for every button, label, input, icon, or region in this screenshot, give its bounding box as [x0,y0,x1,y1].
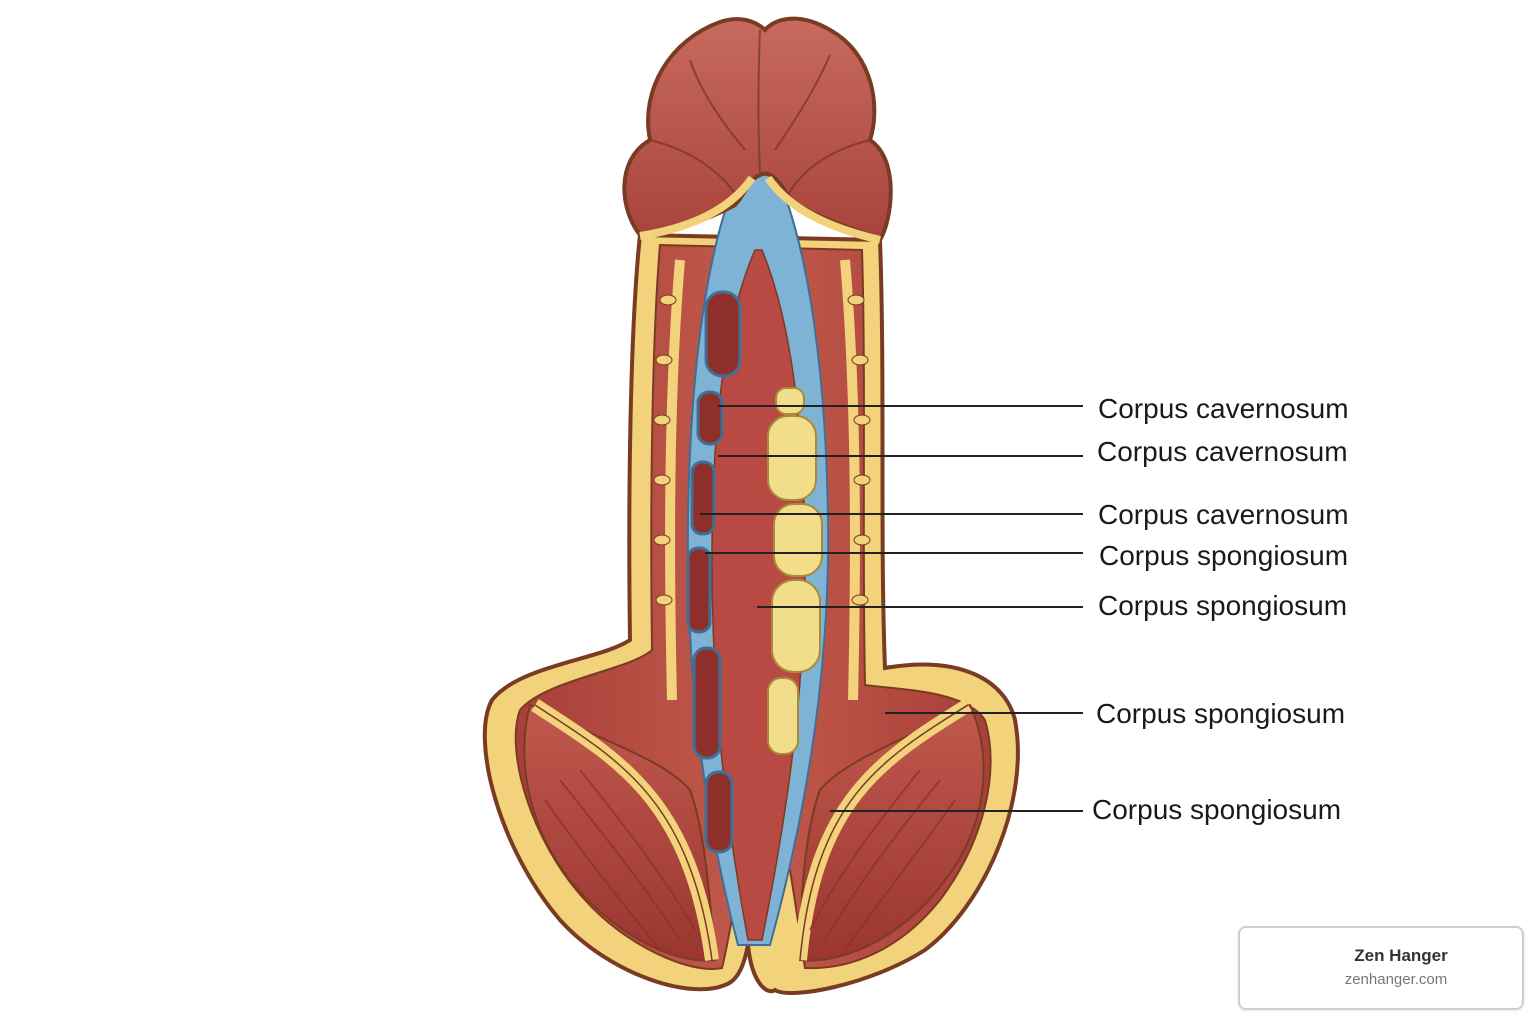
label-corpus-spongiosum-2: Corpus spongiosum [1098,590,1348,621]
brand-url: zenhanger.com [1344,971,1448,988]
leader-lines [700,405,1083,812]
label-corpus-spongiosum-1: Corpus spongiosum [1099,540,1349,571]
urethra [767,387,823,755]
label-corpus-spongiosum-3: Corpus spongiosum [1096,698,1346,729]
label-corpus-spongiosum-4: Corpus spongiosum [1092,794,1342,825]
left-bulb-muscle [523,703,717,962]
label-corpus-cavernosum-2: Corpus cavernosum [1097,436,1348,467]
label-corpus-cavernosum-1: Corpus cavernosum [1098,393,1349,424]
brand-name: Zen Hanger [1354,946,1448,965]
brand-card: Zen Hanger zenhanger.com [1238,926,1524,1010]
label-corpus-cavernosum-3: Corpus cavernosum [1098,499,1349,530]
